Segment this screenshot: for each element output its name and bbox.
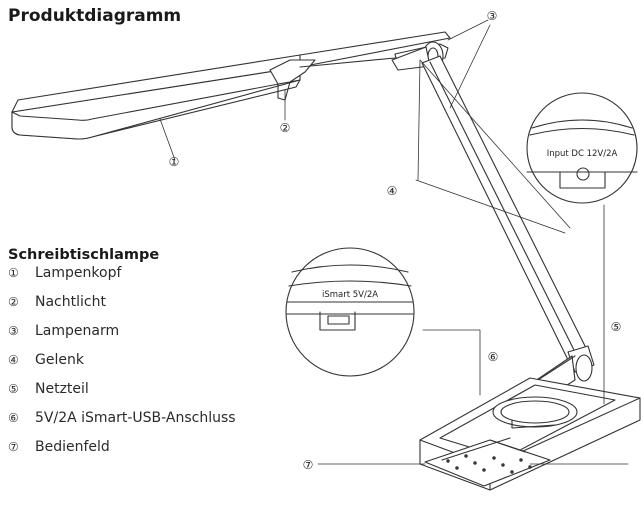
legend-item-lamp-head: ① Lampenkopf <box>8 259 236 288</box>
legend-label: Gelenk <box>35 352 84 368</box>
marker-3: ③ <box>487 9 498 23</box>
input-port-callout: Input DC 12V/2A <box>526 92 638 204</box>
legend-item-night-light: ② Nachtlicht <box>8 288 236 317</box>
control-panel <box>424 437 551 487</box>
marker-6: ⑥ <box>488 350 499 364</box>
input-label: Input DC 12V/2A <box>547 149 618 159</box>
diagram-title: Produktdiagramm <box>8 6 182 26</box>
legend-number: ① <box>8 266 19 280</box>
usb-port-callout: iSmart 5V/2A <box>285 247 415 377</box>
marker-7: ⑦ <box>303 458 314 472</box>
legend-label: Netzteil <box>35 381 89 397</box>
legend-label: Lampenarm <box>35 323 120 339</box>
legend-label: Lampenkopf <box>35 265 122 281</box>
legend-title: Schreibtischlampe <box>8 247 160 263</box>
legend-label: Nachtlicht <box>35 294 106 310</box>
legend-item-lamp-arm: ③ Lampenarm <box>8 317 236 346</box>
legend-number: ⑦ <box>8 440 19 454</box>
legend-number: ③ <box>8 324 19 338</box>
ismart-label: iSmart 5V/2A <box>322 290 378 300</box>
legend-number: ④ <box>8 353 19 367</box>
legend-item-control-panel: ⑦ Bedienfeld <box>8 433 236 462</box>
legend-item-power-supply: ⑤ Netzteil <box>8 375 236 404</box>
legend-number: ② <box>8 295 19 309</box>
marker-5: ⑤ <box>611 320 622 334</box>
lamp-head <box>11 31 451 140</box>
marker-2: ② <box>280 121 291 135</box>
legend-number: ⑥ <box>8 411 19 425</box>
legend-item-joint: ④ Gelenk <box>8 346 236 375</box>
diagram-markers: ① ② ③ ④ ⑤ ⑥ ⑦ <box>169 9 622 472</box>
legend-label: 5V/2A iSmart-USB-Anschluss <box>35 410 236 426</box>
legend-number: ⑤ <box>8 382 19 396</box>
parts-legend: ① Lampenkopf ② Nachtlicht ③ Lampenarm ④ Gele… <box>8 259 236 462</box>
leader-lines <box>159 19 629 465</box>
legend-item-usb-port: ⑥ 5V/2A iSmart-USB-Anschluss <box>8 404 236 433</box>
marker-4: ④ <box>387 184 398 198</box>
marker-1: ① <box>169 155 180 169</box>
legend-label: Bedienfeld <box>35 439 110 455</box>
